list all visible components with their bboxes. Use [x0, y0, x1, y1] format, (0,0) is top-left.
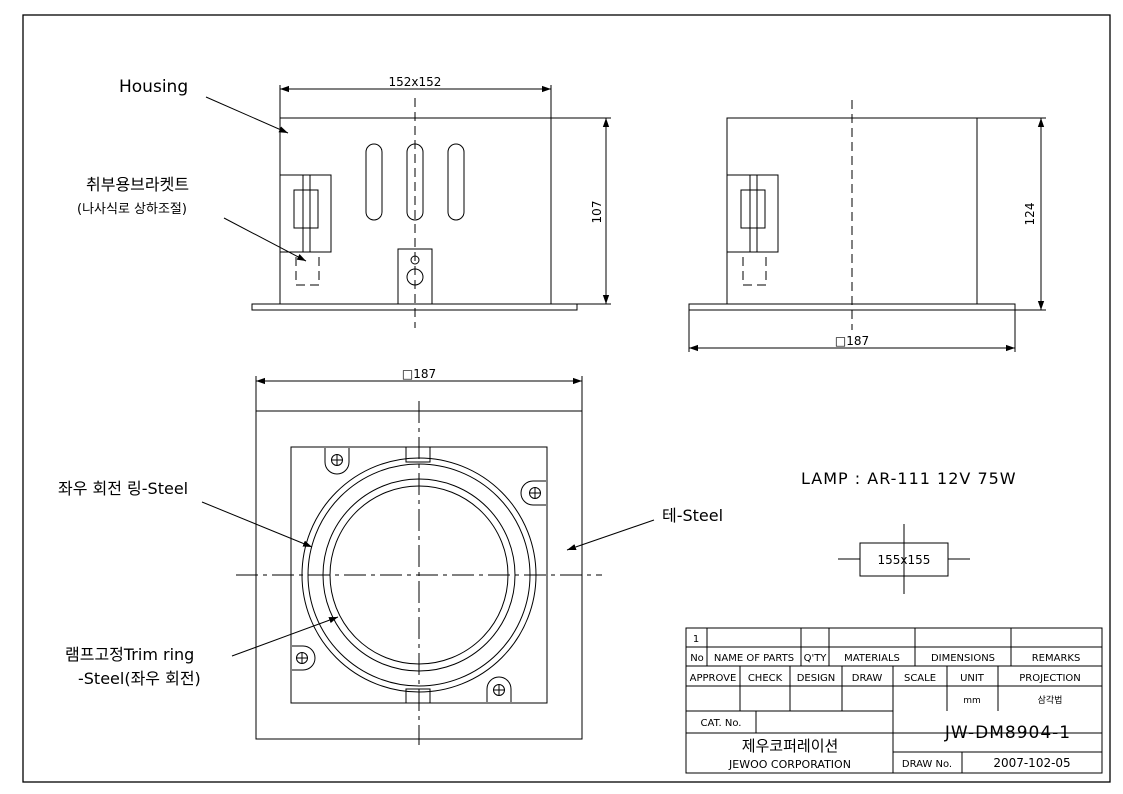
item-number: 1	[693, 634, 699, 645]
label-trim-ring-line2: -Steel(좌우 회전)	[78, 669, 201, 688]
drawing-number: JW-DM8904-1	[944, 723, 1071, 743]
lamp-spec: LAMP : AR-111 12V 75W	[801, 469, 1017, 488]
header-name-of-parts: NAME OF PARTS	[714, 653, 794, 664]
label-frame: 테-Steel	[662, 506, 723, 525]
draw-no-label: DRAW No.	[902, 759, 952, 770]
unit-label: UNIT	[960, 673, 985, 684]
dim-side-width: □187	[835, 334, 869, 348]
company-name-kr: 제우코퍼레이션	[742, 737, 839, 755]
title-block: 1 No NAME OF PARTS Q'TY MATERIALS DIMENS…	[685, 627, 1103, 774]
dim-side-height: 124	[1023, 203, 1037, 226]
mounting-bracket	[279, 174, 332, 286]
dim-cutout: 155x155	[878, 553, 931, 567]
dim-plan-width: □187	[402, 367, 436, 381]
vent-slot	[447, 143, 465, 221]
leader-frame	[566, 519, 655, 551]
label-bracket-line1: 취부용브라켓트	[86, 175, 189, 194]
ring-tab-bottom	[405, 688, 431, 704]
header-materials: MATERIALS	[844, 653, 900, 664]
leader-housing	[205, 96, 289, 134]
leader-bracket	[223, 217, 307, 262]
leader-trim-ring	[231, 616, 339, 657]
projection-label: PROJECTION	[1019, 673, 1081, 684]
ring-tab-top	[405, 446, 431, 463]
draw-no-value: 2007-102-05	[993, 756, 1070, 770]
screw-icon	[324, 448, 350, 475]
vent-slot	[365, 143, 383, 221]
check-label: CHECK	[748, 673, 783, 684]
leader-rotation-ring	[201, 501, 313, 548]
label-trim-ring-line1: 램프고정Trim ring	[65, 645, 194, 664]
screw-icon	[486, 676, 512, 702]
cat-no-label: CAT. No.	[701, 718, 742, 729]
screw-icon	[520, 480, 546, 506]
header-remarks: REMARKS	[1032, 653, 1081, 664]
label-rotation-ring: 좌우 회전 링-Steel	[58, 479, 188, 498]
cutout-symbol: 155x155	[838, 524, 970, 594]
label-housing: Housing	[119, 77, 188, 97]
projection-value: 삼각법	[1038, 694, 1063, 706]
side-mounting-bracket	[726, 174, 779, 286]
dim-housing-height: 107	[590, 201, 604, 224]
front-elevation-view: 152x152 107	[251, 75, 611, 328]
header-no: No	[690, 653, 704, 664]
company-name-en: JEWOO CORPORATION	[728, 758, 851, 771]
plan-view: □187	[236, 367, 602, 745]
header-dimensions: DIMENSIONS	[931, 653, 995, 664]
side-elevation-view: 124 □187	[688, 100, 1046, 352]
design-label: DESIGN	[797, 673, 836, 684]
draw-label: DRAW	[852, 673, 883, 684]
approve-label: APPROVE	[690, 673, 737, 684]
drawing-border	[22, 14, 1111, 783]
label-bracket-line2: (나사식로 상하조절)	[77, 202, 187, 217]
header-qty: Q'TY	[804, 653, 828, 664]
unit-value: mm	[963, 696, 981, 706]
scale-label: SCALE	[904, 673, 936, 684]
screw-icon	[292, 645, 316, 671]
dim-housing-width: 152x152	[389, 75, 442, 89]
